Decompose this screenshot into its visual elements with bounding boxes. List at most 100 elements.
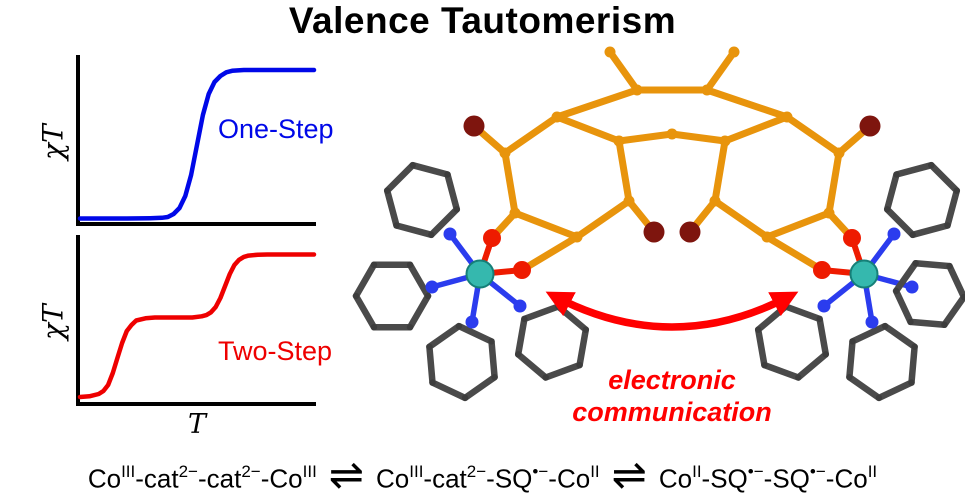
bromine-atom — [679, 221, 701, 243]
carbon-atom — [782, 303, 789, 310]
oxygen-atom — [813, 261, 831, 279]
carbon-atom — [453, 206, 460, 213]
carbon-atom — [907, 318, 914, 326]
chart-two-step: χT Two-Step — [34, 232, 334, 412]
carbon-atom — [953, 187, 960, 194]
nitrogen-atom — [905, 280, 919, 294]
nitrogen-atom — [865, 315, 879, 329]
equation-species-2: CoIII-cat2−-SQ•−-CoII — [376, 462, 600, 494]
electronic-communication-arrow — [545, 291, 799, 331]
carbon-atom — [849, 338, 856, 345]
carbon-atom — [960, 293, 965, 301]
nitrogen-atom — [817, 299, 831, 313]
carbon-atom — [908, 379, 915, 386]
carbon-atom — [946, 262, 953, 270]
carbon-atom — [521, 315, 528, 323]
carbon-atom — [755, 326, 762, 333]
y-axis-label-one-step: χT — [36, 124, 70, 160]
chart-one-step: χT One-Step — [34, 52, 334, 232]
equilibrium-arrow: ⇌ — [611, 450, 647, 500]
x-axis-label: T — [187, 409, 206, 440]
carbon-atom — [406, 324, 414, 331]
carbon-atom — [424, 292, 432, 300]
carbon-atom — [576, 361, 583, 369]
axes — [76, 235, 316, 406]
carbon-atom — [428, 231, 435, 238]
carbon-atom — [384, 187, 391, 194]
two-step-curve — [77, 252, 317, 400]
carbon-atom — [822, 351, 829, 358]
carbon-atom — [542, 374, 549, 381]
carbon-atom — [928, 162, 935, 169]
oxygen-atom — [513, 261, 531, 279]
carbon-atom — [491, 374, 498, 381]
cobalt-oxygen-bonds — [477, 235, 867, 277]
carbon-atom — [941, 321, 948, 328]
carbon-atom — [370, 324, 378, 331]
one-step-plot — [76, 55, 317, 226]
carbon-atom — [893, 171, 900, 178]
pyridine-ring — [892, 259, 965, 329]
carbon-atom — [444, 171, 451, 178]
figure-title: Valence Tautomerism — [288, 0, 677, 41]
bromine-atoms — [463, 115, 881, 243]
cobalt-atom-right — [849, 259, 879, 289]
carbon-atom — [455, 322, 463, 330]
charts-panel: χT One-Step χT Two-Step T — [34, 52, 334, 438]
carbon-atom — [409, 162, 416, 169]
carbon-atom — [795, 374, 802, 381]
carbon-atom — [352, 292, 360, 300]
carbon-atom — [393, 222, 400, 229]
carbon-atom — [370, 261, 378, 268]
axes — [76, 55, 316, 226]
caption-line1: electronic — [608, 365, 736, 395]
nitrogen-atom — [465, 315, 479, 329]
carbon-atom — [406, 261, 414, 268]
y-axis-label-two-step: χT — [36, 304, 70, 340]
bromine-atom — [859, 115, 881, 137]
carbon-atom — [846, 374, 853, 381]
carbon-atom — [875, 394, 883, 402]
carbon-atom — [909, 231, 916, 238]
bromine-atom — [463, 115, 485, 137]
equation-species-3: CoII-SQ•−-SQ•−-CoII — [658, 462, 878, 494]
ligand-bonds — [470, 48, 874, 274]
molecule-drawing: electronic communication — [352, 46, 965, 427]
one-step-label: One-Step — [218, 114, 334, 144]
carbon-atom — [582, 326, 589, 333]
oxygen-atoms — [483, 229, 861, 279]
carbon-atom — [515, 351, 522, 358]
pyridine-ring — [352, 261, 432, 331]
carbon-atom — [912, 260, 919, 267]
carbon-atom — [884, 206, 891, 213]
carbon-atom — [944, 222, 951, 229]
nitrogen-atom — [513, 299, 527, 313]
bromine-atom — [643, 221, 665, 243]
carbon-atom — [488, 338, 495, 345]
one-step-curve — [77, 67, 317, 221]
carbon-atom — [426, 343, 433, 350]
ligand-carbon-atoms — [499, 46, 845, 243]
carbon-atom — [555, 303, 562, 310]
equilibrium-arrow: ⇌ — [328, 450, 364, 500]
equation-species-1: CoIII-cat2−-cat2−-CoIII — [87, 462, 317, 494]
nitrogen-atom — [425, 280, 439, 294]
equation: CoIII-cat2−-cat2−-CoIII ⇌ CoIII-cat2−-SQ•−… — [0, 450, 965, 500]
caption-line2: communication — [572, 397, 772, 427]
carbon-atom — [429, 379, 436, 386]
oxygen-atom — [843, 229, 861, 247]
pyridine-ring — [426, 322, 498, 402]
bridging-ligand — [470, 46, 874, 274]
carbon-atom — [461, 394, 469, 402]
carbon-atom — [881, 322, 889, 330]
oxygen-atom — [483, 229, 501, 247]
carbon-atom — [761, 361, 768, 369]
nitrogen-atom — [443, 227, 457, 241]
nitrogen-atom — [887, 227, 901, 241]
cobalt-atom-left — [465, 259, 495, 289]
two-step-plot — [76, 235, 317, 406]
pyridine-ring — [846, 322, 918, 402]
molecule-panel: electronic communication — [322, 42, 965, 450]
carbon-atom — [911, 343, 918, 350]
